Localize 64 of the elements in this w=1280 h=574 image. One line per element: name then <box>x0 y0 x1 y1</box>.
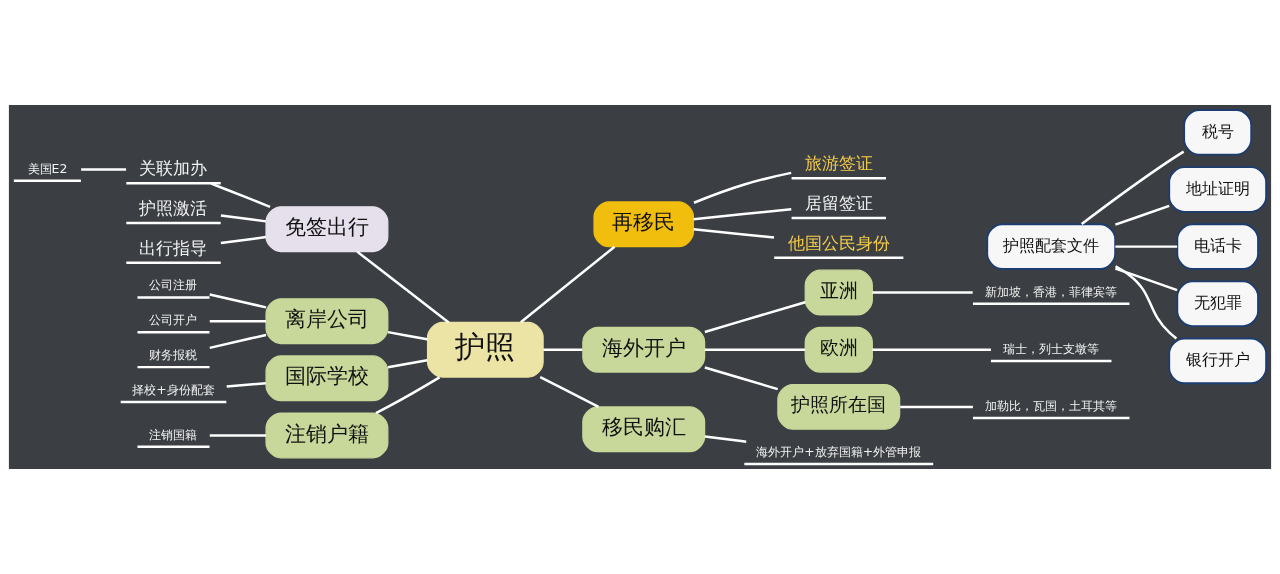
node-box: 银行开户 <box>1168 337 1268 385</box>
connector <box>387 358 428 369</box>
node-text: 加勒比，瓦国，土耳其等 <box>985 397 1118 413</box>
node-box: 地址证明 <box>1168 166 1268 213</box>
node-box: 护照所在国 <box>777 383 901 430</box>
node-text: 财务报税 <box>149 347 198 363</box>
node-box: 税号 <box>1183 109 1253 156</box>
connector <box>872 291 973 294</box>
node-text: 海外开户+放弃国籍+外管申报 <box>756 443 922 459</box>
connector <box>209 434 267 437</box>
connector <box>81 168 127 171</box>
node-box: 无犯罪 <box>1176 280 1259 328</box>
node-text: 旅游签证 <box>804 153 873 174</box>
node-text: 择校+身份配套 <box>132 381 215 397</box>
connector <box>872 348 991 351</box>
connector <box>210 182 271 208</box>
connector <box>693 207 792 221</box>
node-box: 亚洲 <box>804 269 873 316</box>
connector <box>704 348 806 351</box>
node-text: 他国公民身份 <box>787 232 890 253</box>
node-box: 电话卡 <box>1176 223 1259 270</box>
connector <box>704 366 779 391</box>
node-text: 公司开户 <box>149 312 198 328</box>
connector <box>209 333 267 350</box>
node-box: 护照 <box>426 321 544 378</box>
connector <box>693 228 775 239</box>
node-text: 护照激活 <box>139 197 208 218</box>
node-text: 关联加办 <box>139 158 208 179</box>
connector <box>900 405 973 409</box>
node-text: 新加坡，香港，菲律宾等 <box>985 283 1118 299</box>
node-box: 欧洲 <box>804 326 873 373</box>
connector <box>1080 150 1185 226</box>
node-box: 离岸公司 <box>265 298 389 345</box>
connector <box>1115 204 1170 226</box>
node-box: 移民购汇 <box>582 406 706 453</box>
node-box: 注销户籍 <box>265 412 389 459</box>
connector <box>220 235 267 245</box>
connector <box>209 319 267 323</box>
connector <box>387 330 428 341</box>
node-text: 公司注册 <box>149 277 198 293</box>
node-box: 护照配套文件 <box>986 223 1117 270</box>
node-text: 美国E2 <box>27 160 68 176</box>
node-text: 注销国籍 <box>149 426 198 442</box>
connector <box>1115 245 1178 248</box>
node-text: 居留签证 <box>804 192 873 213</box>
connector <box>209 293 267 309</box>
connector <box>1114 265 1178 340</box>
connector <box>693 171 792 204</box>
connector <box>520 245 616 324</box>
node-box: 海外开户 <box>582 326 706 373</box>
node-box: 再移民 <box>593 201 695 248</box>
node-text: 瑞士，列士支墩等 <box>1003 340 1100 356</box>
connector <box>539 376 600 408</box>
connector <box>220 214 267 223</box>
node-box: 免签出行 <box>265 206 389 253</box>
node-box: 国际学校 <box>265 355 389 402</box>
connector <box>704 301 806 334</box>
connector <box>704 435 747 443</box>
node-text: 出行指导 <box>139 237 208 258</box>
connector <box>356 250 450 324</box>
connector <box>543 348 583 351</box>
connector <box>226 382 266 388</box>
connector <box>375 376 441 415</box>
connector <box>1115 267 1178 292</box>
